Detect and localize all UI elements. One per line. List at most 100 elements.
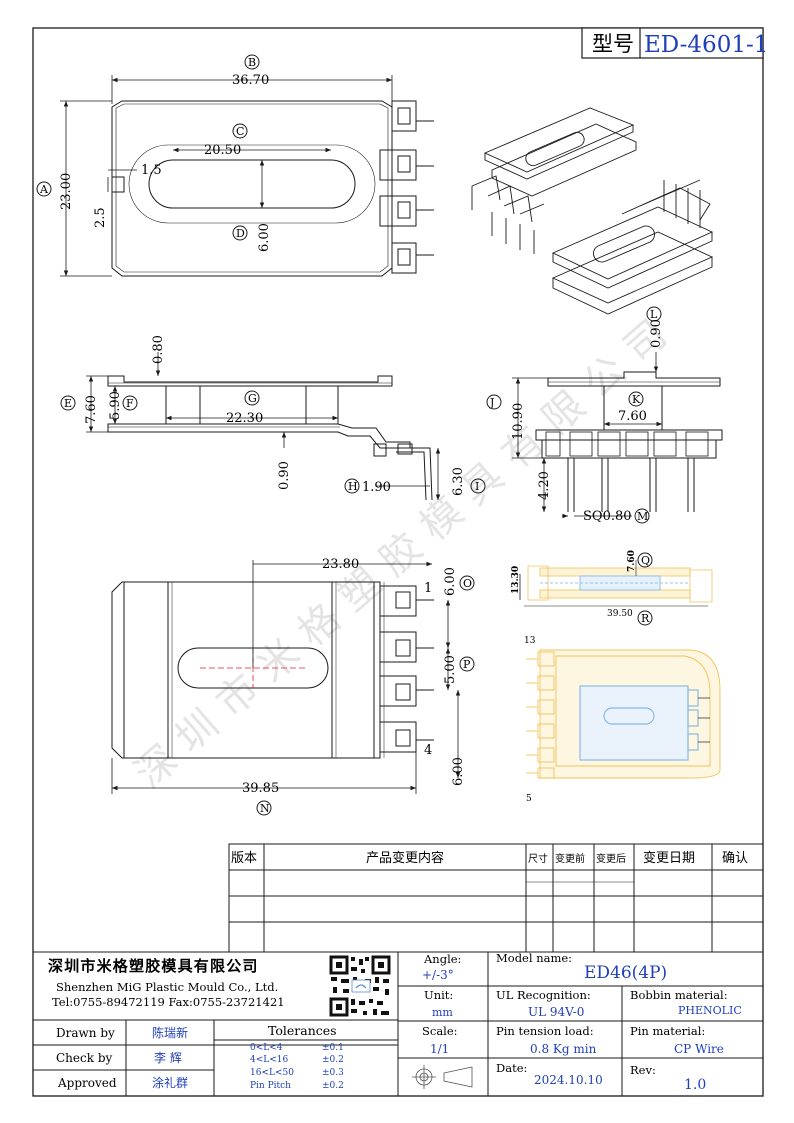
dim-side-bottom: 0.90 <box>277 461 292 490</box>
unit-label: Unit: <box>424 988 453 1002</box>
dim-a: 23.00 <box>59 173 74 210</box>
callout-j: J <box>489 396 494 409</box>
callout-a: A <box>39 183 49 196</box>
bottom-view-dims <box>111 560 461 794</box>
dim-slot-h: 2.5 <box>93 207 108 228</box>
rev-header-before: 变更前 <box>555 852 585 865</box>
check-by-value: 李 辉 <box>154 1050 182 1065</box>
dim-small-h: 13.30 <box>511 566 521 594</box>
callout-e: E <box>64 397 72 410</box>
tol-range-3: 16<L<50 <box>250 1068 294 1078</box>
dim-f: 5.90 <box>108 391 123 420</box>
callout-h: H <box>348 480 358 493</box>
callout-f: F <box>126 397 134 410</box>
rev-header-content: 产品变更内容 <box>366 850 444 866</box>
tolerances-title: Tolerances <box>268 1023 337 1038</box>
title-block-grid <box>32 951 764 1097</box>
tolerance-list: 0<L<4 ±0.1 4<L<16 ±0.2 16<L<50 ±0.3 Pin … <box>250 1043 344 1091</box>
pin-label-4: 4 <box>424 743 432 758</box>
dim-n: 39.85 <box>242 781 279 796</box>
date-label: Date: <box>496 1061 527 1075</box>
callout-g: G <box>248 392 257 405</box>
model-name-label: Model name: <box>496 951 572 965</box>
dim-d: 6.00 <box>257 223 272 252</box>
dim-g: 22.30 <box>226 411 263 426</box>
callout-d: D <box>236 227 245 240</box>
bobbin-label: Bobbin material: <box>630 988 728 1002</box>
rev-value: 1.0 <box>684 1077 706 1093</box>
rev-header-size: 尺寸 <box>528 852 548 865</box>
rev-header-confirm: 确认 <box>722 851 748 866</box>
angle-value: +/-3° <box>422 968 454 982</box>
top-view-labels: B 36.70 A 23.00 C 20.50 D 6.00 1.5 2.5 <box>36 54 272 252</box>
scale-value: 1/1 <box>430 1042 449 1056</box>
company-contact: Tel:0755-89472119 Fax:0755-23721421 <box>52 995 285 1009</box>
dim-j: 10.90 <box>511 403 526 440</box>
side-view-dims <box>86 352 441 500</box>
revision-table <box>228 843 764 953</box>
dim-m: SQ0.80 <box>583 509 632 524</box>
ul-value: UL 94V-0 <box>528 1005 584 1019</box>
dim-q: 7.60 <box>627 550 637 572</box>
pin-label-1: 1 <box>424 581 432 596</box>
company-name-en: Shenzhen MiG Plastic Mould Co., Ltd. <box>56 980 278 994</box>
tension-value: 0.8 Kg min <box>530 1042 597 1056</box>
model-name-value: ED46(4P) <box>584 963 667 983</box>
rev-header-version: 版本 <box>231 851 257 866</box>
model-label: 型号 <box>592 32 634 56</box>
dim-e: 7.60 <box>84 395 99 424</box>
dim-p: 5.00 <box>443 655 458 684</box>
dim-k: 7.60 <box>618 409 647 424</box>
angle-label: Angle: <box>423 952 461 966</box>
pin-material-value: CP Wire <box>674 1042 724 1056</box>
approved-label: Approved <box>57 1076 117 1090</box>
dim-i: 6.30 <box>451 467 466 496</box>
dim-r: 39.50 <box>607 609 633 619</box>
small-plan-labels: 13 5 <box>524 636 536 804</box>
revision-table-headers: 版本 产品变更内容 尺寸 变更前 变更后 变更日期 确认 <box>231 850 748 866</box>
dim-bottom-lower: 6.00 <box>451 757 466 786</box>
dim-bottom-top: 23.80 <box>322 557 359 572</box>
end-view-labels: L 0.90 J 10.90 K 7.60 4.20 SQ0.80 M <box>486 306 664 524</box>
end-view-dims <box>512 352 662 519</box>
tol-value-2: ±0.2 <box>322 1055 344 1065</box>
model-code-box: 型号 ED-4601-1 <box>581 27 768 59</box>
dim-side-top: 0.80 <box>151 335 166 364</box>
callout-p: P <box>463 658 471 671</box>
callout-o: O <box>463 577 472 590</box>
callout-i: I <box>475 480 479 493</box>
drawn-by-label: Drawn by <box>56 1026 115 1040</box>
rev-label: Rev: <box>630 1063 656 1077</box>
callout-n: N <box>260 802 270 815</box>
drawn-by-value: 陈瑞新 <box>152 1025 188 1040</box>
callout-m: M <box>637 510 648 523</box>
approved-value: 涂礼群 <box>152 1075 188 1090</box>
callout-l: L <box>650 308 658 321</box>
ul-label: UL Recognition: <box>496 988 591 1002</box>
dim-l: 0.90 <box>649 319 664 348</box>
side-view-labels: E 7.60 F 5.90 0.80 G 22.30 0.90 H 1.90 I… <box>60 335 486 496</box>
callout-b: B <box>248 56 256 69</box>
tol-range-2: 4<L<16 <box>250 1055 289 1065</box>
small-side-view <box>519 560 713 607</box>
rev-header-after: 变更后 <box>596 852 626 865</box>
isometric-view <box>471 107 714 315</box>
tol-value-3: ±0.3 <box>322 1068 344 1078</box>
check-by-label: Check by <box>56 1051 113 1065</box>
bobbin-value: PHENOLIC <box>678 1004 742 1017</box>
callout-k: K <box>632 393 641 406</box>
dim-slot-w: 1.5 <box>141 163 162 178</box>
small-side-labels: 13.30 7.60 Q 39.50 R <box>511 550 653 626</box>
tension-label: Pin tension load: <box>496 1024 594 1038</box>
dim-b: 36.70 <box>232 73 269 88</box>
dim-c: 20.50 <box>204 143 241 158</box>
pin-label-5: 5 <box>526 794 532 804</box>
dim-pin: 4.20 <box>537 471 552 500</box>
tol-range-1: 0<L<4 <box>250 1043 283 1053</box>
bottom-view <box>111 581 434 759</box>
dim-h: 1.90 <box>362 480 391 495</box>
callout-q: Q <box>641 554 650 567</box>
pin-material-label: Pin material: <box>630 1024 705 1038</box>
callout-r: R <box>641 612 650 625</box>
